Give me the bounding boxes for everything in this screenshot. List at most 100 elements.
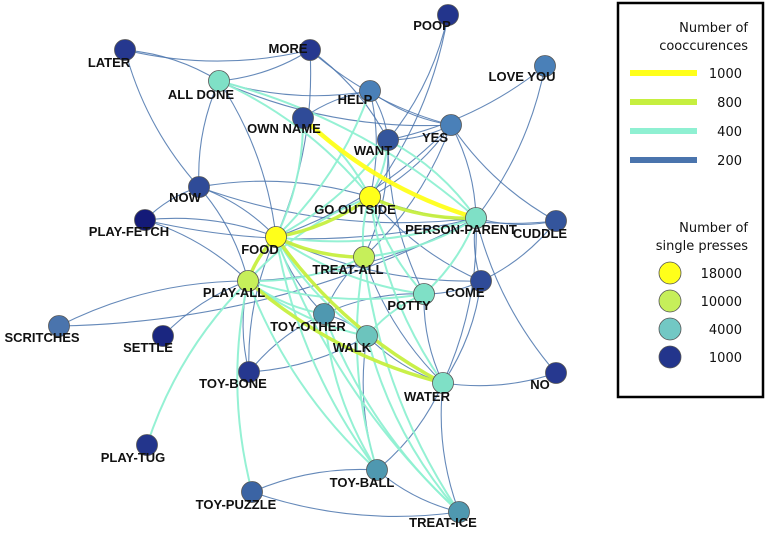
edge-go-outside-help xyxy=(369,90,377,198)
edge-toy-other-toy-ball xyxy=(323,313,378,471)
node-play-tug xyxy=(136,434,158,456)
legend-edge-label-200: 200 xyxy=(717,154,742,169)
legend-node-swatch-18000 xyxy=(658,261,682,285)
edge-food-toy-bone xyxy=(248,236,277,373)
node-toy-bone xyxy=(238,361,260,383)
node-cuddle xyxy=(545,210,567,232)
edge-person-parent-all-done xyxy=(218,80,477,219)
node-label-more: MORE xyxy=(269,41,308,56)
nodes-layer xyxy=(48,4,567,523)
edge-want-more xyxy=(309,49,389,141)
edge-go-outside-potty xyxy=(369,196,425,295)
node-want xyxy=(377,129,399,151)
node-label-scritches: SCRITCHES xyxy=(4,330,79,345)
node-label-yes: YES xyxy=(422,130,448,145)
edge-all-done-now xyxy=(198,80,220,188)
legend-edge-label-400: 400 xyxy=(717,125,742,140)
edge-go-outside-now xyxy=(198,180,371,198)
legend-node-swatch-1000 xyxy=(658,345,682,369)
edge-play-all-settle xyxy=(162,280,249,337)
node-food xyxy=(265,226,287,248)
node-poop xyxy=(437,4,459,26)
node-label-toy-bone: TOY-BONE xyxy=(199,376,267,391)
edge-treat-all-toy-ball xyxy=(355,256,378,471)
legend-node-title-line2: single presses xyxy=(656,239,748,254)
node-label-potty: POTTY xyxy=(387,298,431,313)
node-label-treat-ice: TREAT-ICE xyxy=(409,515,477,530)
legend-node-label-1000: 1000 xyxy=(709,351,742,366)
edge-person-parent-love-you xyxy=(475,65,546,219)
node-label-treat-all: TREAT-ALL xyxy=(312,262,383,277)
node-play-fetch xyxy=(134,209,156,231)
node-later xyxy=(114,39,136,61)
node-toy-ball xyxy=(366,459,388,481)
edge-toy-ball-toy-puzzle xyxy=(251,468,378,493)
edge-treat-all-treat-ice xyxy=(363,256,460,513)
edge-own-name-person-parent xyxy=(300,115,479,221)
edge-play-all-water xyxy=(246,279,445,385)
node-label-toy-ball: TOY-BALL xyxy=(330,475,395,490)
legend-frame xyxy=(616,1,765,399)
node-now xyxy=(188,176,210,198)
edge-play-all-toy-puzzle xyxy=(236,280,253,493)
legend-node-title-line1: Number of xyxy=(679,221,748,236)
node-label-help: HELP xyxy=(338,92,373,107)
node-help xyxy=(359,80,381,102)
edge-go-outside-yes xyxy=(369,124,452,198)
edge-want-potty xyxy=(387,139,425,295)
node-walk xyxy=(356,325,378,347)
node-label-poop: POOP xyxy=(413,18,451,33)
node-label-own-name: OWN NAME xyxy=(247,121,321,136)
node-toy-other xyxy=(313,303,335,325)
edge-water-no xyxy=(442,372,557,387)
node-treat-all xyxy=(353,246,375,268)
edge-play-all-play-fetch xyxy=(144,219,249,282)
edge-play-all-play-tug xyxy=(146,280,249,446)
node-label-want: WANT xyxy=(354,143,392,158)
edge-food-help xyxy=(275,90,371,238)
edge-go-outside-water xyxy=(369,196,444,384)
node-go-outside xyxy=(359,186,381,208)
legend-node-label-18000: 18000 xyxy=(701,267,742,282)
legend-edge-label-800: 800 xyxy=(717,96,742,111)
edge-food-want xyxy=(275,139,389,238)
node-label-play-fetch: PLAY-FETCH xyxy=(89,224,169,239)
node-label-person-parent: PERSON-PARENT xyxy=(405,222,517,237)
edge-food-play-fetch xyxy=(144,217,277,238)
legend-node-label-10000: 10000 xyxy=(701,295,742,310)
edge-yes-cuddle xyxy=(450,124,557,222)
edge-water-treat-ice xyxy=(440,382,460,513)
node-yes xyxy=(440,114,462,136)
edge-food-water xyxy=(274,235,445,385)
node-more xyxy=(299,39,321,61)
node-label-all-done: ALL DONE xyxy=(168,87,235,102)
edge-toy-puzzle-treat-ice xyxy=(251,491,460,517)
node-toy-puzzle xyxy=(241,481,263,503)
edge-food-all-done xyxy=(218,80,277,238)
node-label-toy-other: TOY-OTHER xyxy=(270,319,346,334)
edge-person-parent-want xyxy=(387,139,477,219)
edge-food-potty xyxy=(275,236,425,295)
node-label-walk: WALK xyxy=(333,340,372,355)
node-no xyxy=(545,362,567,384)
node-label-settle: SETTLE xyxy=(123,340,173,355)
legend-edge-title-line2: cooccurences xyxy=(659,39,748,54)
node-label-play-tug: PLAY-TUG xyxy=(101,450,166,465)
node-own-name xyxy=(292,107,314,129)
edge-water-come xyxy=(442,280,482,384)
edge-food-toy-ball xyxy=(275,236,378,471)
node-label-now: NOW xyxy=(169,190,202,205)
node-come xyxy=(470,270,492,292)
edge-toy-bone-walk xyxy=(248,335,368,373)
edge-all-done-yes xyxy=(218,80,452,127)
edge-play-all-potty xyxy=(247,280,425,301)
edge-person-parent-no xyxy=(475,217,557,374)
edge-water-person-parent xyxy=(442,217,477,384)
node-label-come: COME xyxy=(446,285,485,300)
edge-later-more xyxy=(124,49,311,62)
legend-node-swatch-4000 xyxy=(658,317,682,341)
